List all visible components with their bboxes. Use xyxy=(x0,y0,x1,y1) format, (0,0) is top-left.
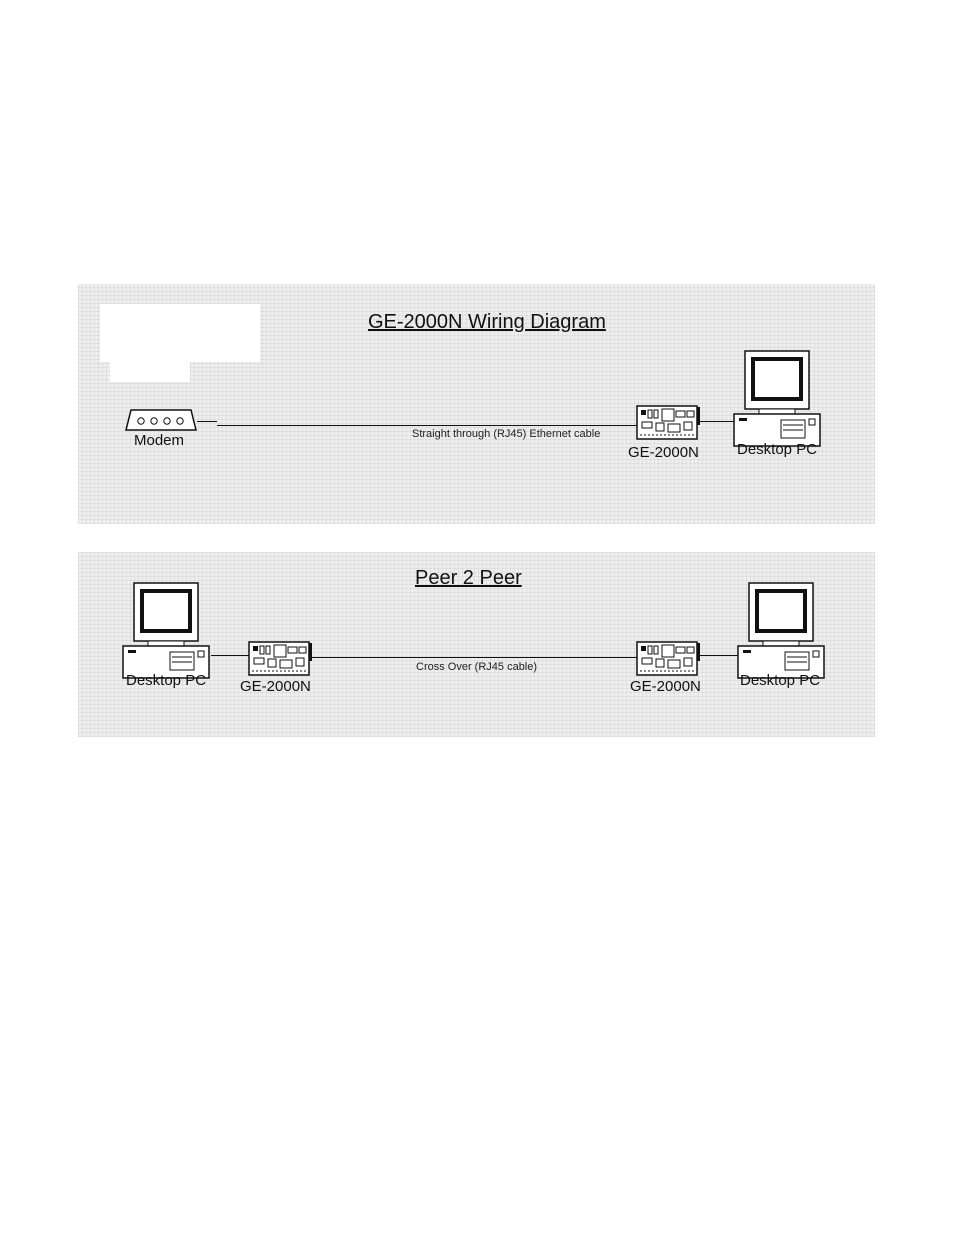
peer-to-peer-title: Peer 2 Peer xyxy=(415,567,522,589)
cable-stub xyxy=(197,421,217,422)
desktop-pc-label: Desktop PC xyxy=(737,441,818,458)
left-desktop-pc-label: Desktop PC xyxy=(126,672,207,689)
crossover-cable-label: Cross Over (RJ45 cable) xyxy=(416,661,538,673)
peer-to-peer-panel xyxy=(78,552,875,737)
ethernet-cable-label: Straight through (RJ45) Ethernet cable xyxy=(412,428,601,440)
card-to-pc-cable xyxy=(700,421,734,422)
redaction-area xyxy=(100,304,260,362)
network-card-icon xyxy=(636,405,700,441)
ethernet-cable xyxy=(217,425,638,426)
redaction-area xyxy=(110,354,190,382)
modem-icon xyxy=(125,409,197,431)
wiring-diagram-panel xyxy=(78,284,875,524)
right-desktop-pc-label: Desktop PC xyxy=(740,672,821,689)
right-card-to-pc-cable xyxy=(700,655,738,656)
wiring-diagram-title: GE-2000N Wiring Diagram xyxy=(368,311,606,333)
network-card-label: GE-2000N xyxy=(628,444,699,461)
crossover-cable xyxy=(312,657,637,658)
modem-label: Modem xyxy=(134,432,185,449)
right-network-card-label: GE-2000N xyxy=(630,678,701,695)
left-network-card-icon xyxy=(248,641,312,677)
left-network-card-label: GE-2000N xyxy=(240,678,311,695)
right-network-card-icon xyxy=(636,641,700,677)
left-pc-to-card-cable xyxy=(211,655,249,656)
